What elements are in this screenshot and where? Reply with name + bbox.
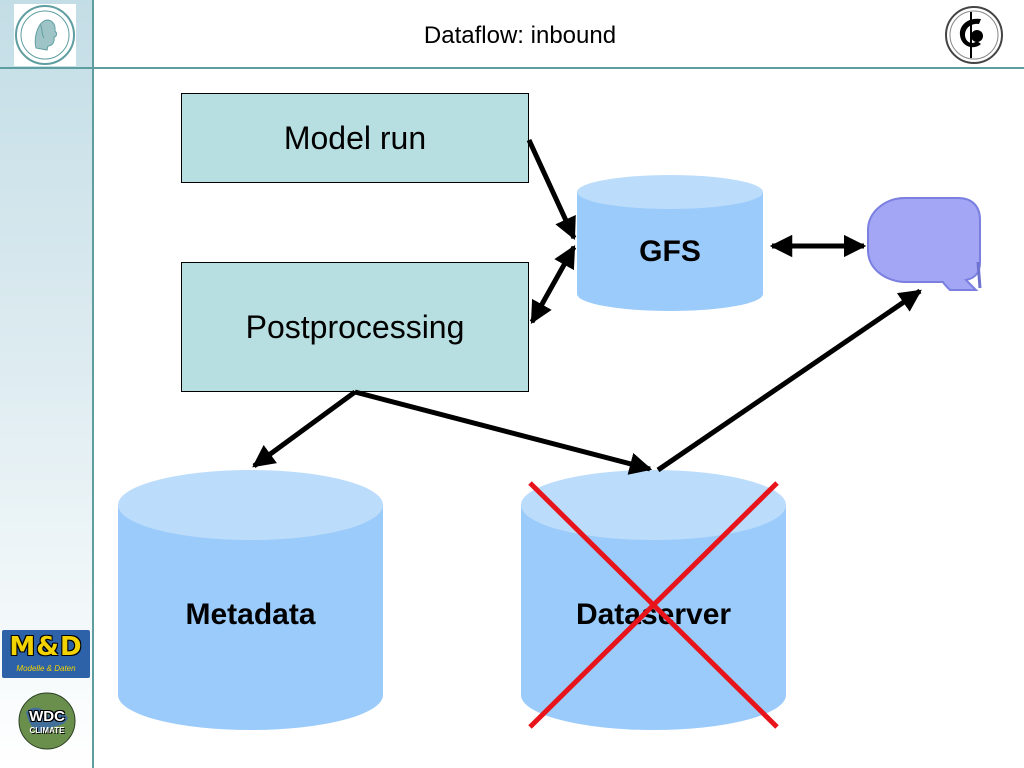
dataserver-cylinder: Dataserver	[521, 470, 786, 730]
postprocessing-label: Postprocessing	[245, 308, 465, 345]
q-shape	[867, 197, 982, 291]
wdc-logo-subtext: CLIMATE	[29, 726, 65, 735]
gfs-cylinder: GFS	[577, 175, 763, 311]
postprocessing-box: Postprocessing	[181, 262, 529, 392]
md-logo: M&D Modelle & Daten	[2, 630, 90, 678]
arrow-postprocessing-to-metadata	[252, 389, 357, 469]
dkrz-logo	[943, 4, 1005, 66]
cross-out-mark	[528, 481, 779, 729]
model-run-box: Model run	[181, 93, 529, 183]
md-logo-subtext: Modelle & Daten	[16, 664, 76, 673]
wdc-logo-text: WDC	[29, 708, 65, 725]
metadata-label: Metadata	[185, 598, 316, 631]
arrow-model-run-to-gfs	[526, 138, 577, 241]
md-logo-text: M&D	[9, 632, 83, 662]
slide-title: Dataflow: inbound	[423, 22, 617, 49]
model-run-label: Model run	[283, 119, 427, 156]
mpg-logo	[14, 4, 76, 66]
metadata-cylinder: Metadata	[118, 470, 383, 730]
arrow-postprocessing-to-dataserver	[354, 389, 653, 475]
gfs-label: GFS	[639, 235, 701, 268]
wdc-logo: WDC CLIMATE	[14, 688, 80, 754]
arrow-postprocessing-gfs	[529, 245, 577, 324]
arrow-dataserver-to-q-shape	[656, 288, 922, 473]
header-divider	[0, 67, 1024, 69]
